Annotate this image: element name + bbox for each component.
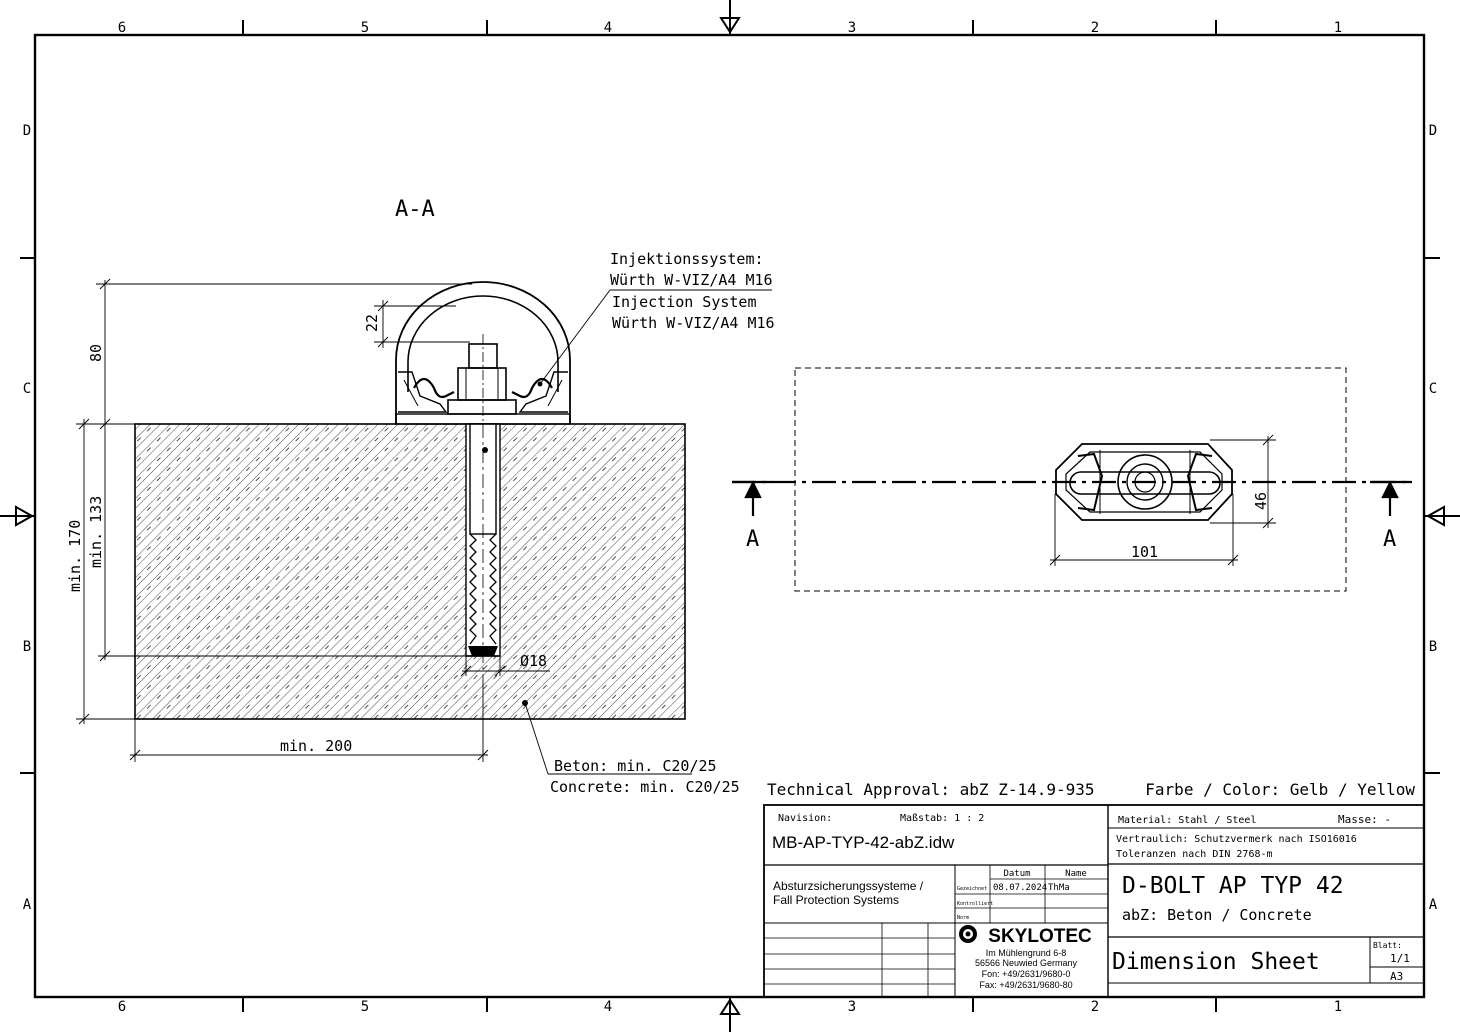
note-injection-de-1: Injektionssystem: <box>610 250 764 268</box>
frame-col-2-top: 2 <box>1091 20 1099 36</box>
paper-format: A3 <box>1390 970 1403 983</box>
note-concrete-en: Concrete: min. C20/25 <box>550 778 740 796</box>
navision-label: Navision: <box>778 813 832 824</box>
frame-col-5-top: 5 <box>361 20 369 36</box>
company-logo-icon <box>959 925 977 943</box>
frame-col-4-bottom: 4 <box>604 999 612 1015</box>
company-name: SKYLOTEC <box>988 926 1092 947</box>
frame-row-a-left: A <box>23 897 32 913</box>
col-datum: Datum <box>1003 869 1030 879</box>
top-view: A A 46 101 <box>732 367 1412 592</box>
frame-col-6-top: 6 <box>118 20 126 36</box>
anchor-rod <box>468 423 498 680</box>
dimension-lines <box>76 278 550 762</box>
row-checked: Kontrolliert <box>957 901 993 907</box>
color-note: Farbe / Color: Gelb / Yellow <box>1145 780 1415 799</box>
dim-min-133: min. 133 <box>87 496 105 568</box>
division-line-2: Fall Protection Systems <box>773 893 899 907</box>
drawn-date: 08.07.2024 <box>993 883 1047 893</box>
frame-col-2-bottom: 2 <box>1091 999 1099 1015</box>
sheet-type: Dimension Sheet <box>1112 949 1320 975</box>
dim-101: 101 <box>1131 543 1158 561</box>
file-name: MB-AP-TYP-42-abZ.idw <box>772 833 955 852</box>
note-concrete-de: Beton: min. C20/25 <box>554 757 717 775</box>
product-subtitle: abZ: Beton / Concrete <box>1122 906 1312 924</box>
phone-number: Fon: +49/2631/9680-0 <box>982 969 1071 979</box>
dim-min-200: min. 200 <box>280 737 352 755</box>
frame-col-4-top: 4 <box>604 20 612 36</box>
frame-row-d-right: D <box>1429 123 1437 139</box>
confidential-note: Vertraulich: Schutzvermerk nach ISO16016 <box>1116 834 1357 845</box>
note-injection-en-1: Injection System <box>612 293 757 311</box>
frame-row-d-left: D <box>23 123 31 139</box>
note-injection-en-2: Würth W-VIZ/A4 M16 <box>612 314 775 332</box>
row-drawn: Gezeichnet <box>957 886 987 892</box>
note-injection-de-2: Würth W-VIZ/A4 M16 <box>610 271 773 289</box>
frame-row-c-right: C <box>1429 381 1437 397</box>
sheet-label: Blatt: <box>1373 941 1402 950</box>
address-line-1: Im Mühlengrund 6-8 <box>986 948 1067 958</box>
frame-col-1-bottom: 1 <box>1334 999 1342 1015</box>
dim-80: 80 <box>87 344 105 362</box>
frame-row-a-right: A <box>1429 897 1438 913</box>
product-title: D-BOLT AP TYP 42 <box>1122 873 1344 899</box>
tolerance-note: Toleranzen nach DIN 2768-m <box>1116 849 1273 860</box>
dim-46: 46 <box>1252 492 1270 510</box>
dim-min-170: min. 170 <box>66 520 84 592</box>
sheet-number: 1/1 <box>1390 952 1410 965</box>
address-line-2: 56566 Neuwied Germany <box>975 958 1078 968</box>
frame-row-c-left: C <box>23 381 31 397</box>
frame-col-3-bottom: 3 <box>848 999 856 1015</box>
frame-col-6-bottom: 6 <box>118 999 126 1015</box>
col-name: Name <box>1065 869 1087 879</box>
section-view: A-A <box>66 197 775 796</box>
frame-col-1-top: 1 <box>1334 20 1342 36</box>
bracket-top-view <box>1055 443 1233 521</box>
fax-number: Fax: +49/2631/9680-80 <box>979 980 1072 990</box>
frame-row-b-left: B <box>23 639 31 655</box>
title-block: Navision: Maßstab: 1 : 2 Material: Stahl… <box>763 804 1425 998</box>
frame-col-5-bottom: 5 <box>361 999 369 1015</box>
d-bolt-bracket <box>395 281 571 425</box>
division-line-1: Absturzsicherungssysteme / <box>773 879 924 893</box>
section-label-right: A <box>1383 527 1396 552</box>
mass-label: Masse: - <box>1338 813 1391 826</box>
technical-approval: Technical Approval: abZ Z-14.9-935 <box>767 780 1095 799</box>
section-arrow-right <box>1370 480 1412 516</box>
frame-row-b-right: B <box>1429 639 1437 655</box>
frame-col-3-top: 3 <box>848 20 856 36</box>
drawn-name: ThMa <box>1048 883 1070 893</box>
section-title: A-A <box>395 197 435 222</box>
material-label: Material: Stahl / Steel <box>1118 815 1256 826</box>
dim-22: 22 <box>363 314 381 332</box>
section-arrow-left <box>732 480 773 516</box>
section-label-left: A <box>746 527 759 552</box>
dim-diameter-18: Ø18 <box>520 652 547 670</box>
row-norm: Norm <box>957 915 969 921</box>
scale-label: Maßstab: 1 : 2 <box>900 813 984 824</box>
